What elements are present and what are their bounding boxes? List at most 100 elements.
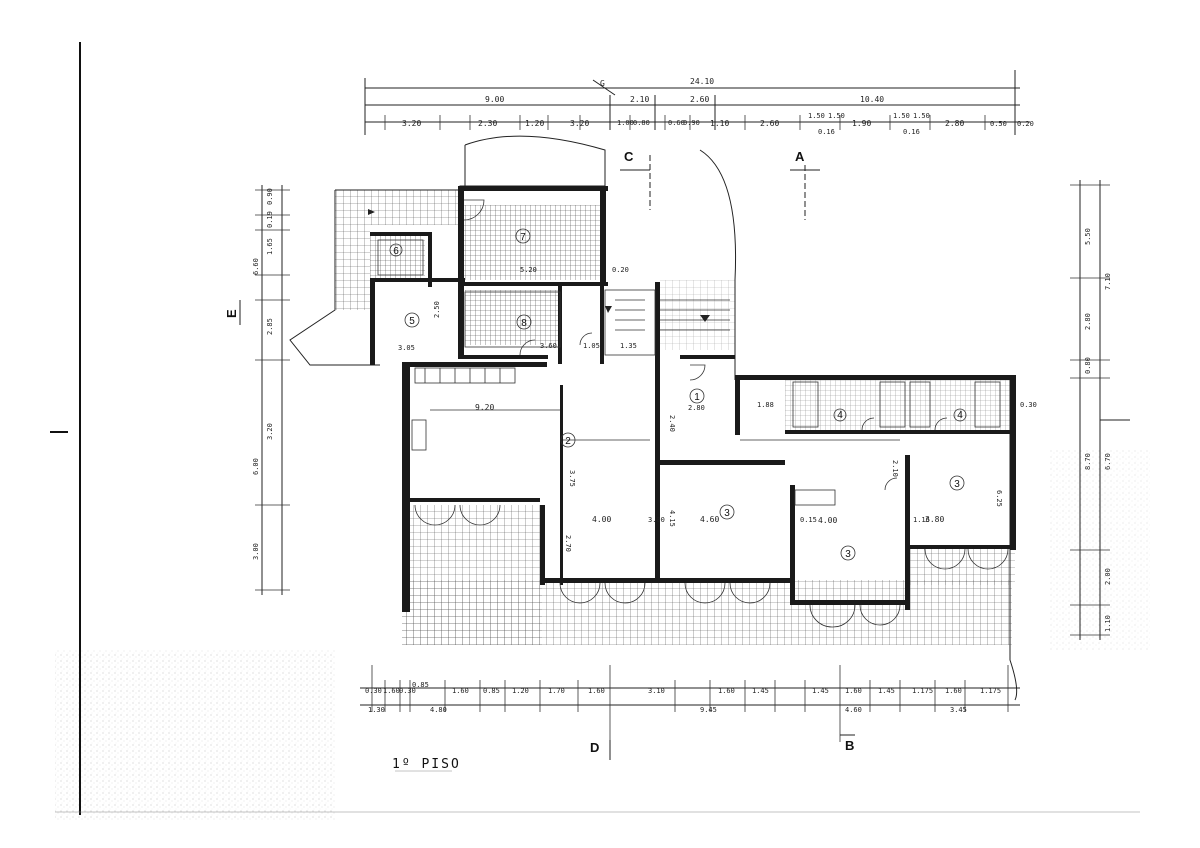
dimension-label: 7.10 (1104, 273, 1112, 290)
dimension-label: 1.50 (808, 112, 825, 120)
dimension-label: 1.175 (912, 687, 933, 695)
section-mark-c: C (624, 149, 634, 164)
section-mark-d: D (590, 740, 599, 755)
dimension-label: 4.60 (845, 706, 862, 714)
dimension-label: 2.30 (478, 119, 497, 128)
left-dimensions: 0.90 0.19 1.65 6.60 2.85 3.20 6.00 3.00 (252, 185, 290, 595)
dimension-label: 1.10 (1104, 615, 1112, 632)
section-mark-e: E (224, 309, 239, 318)
dimension-label: 1.65 (266, 238, 274, 255)
dimension-label: 0.15 (800, 516, 817, 524)
terrace-outlines (289, 135, 1018, 701)
dimension-label: 1.60 (588, 687, 605, 695)
room-6: 6 (389, 243, 403, 257)
dimension-label: 1.60 (452, 687, 469, 695)
dimension-label: 9.45 (700, 706, 717, 714)
dimension-label: 4.15 (668, 510, 676, 527)
dimension-label: 3 (845, 549, 851, 560)
dimension-label: 0.60 (668, 119, 685, 127)
interior-details (377, 239, 1001, 506)
dimension-label: 1.60 (718, 687, 735, 695)
dimension-label: 2.50 (433, 301, 441, 318)
dimension-label: 1.30 (368, 706, 385, 714)
dimension-label: 0.80 (633, 119, 650, 127)
dimension-label: 1.20 (525, 119, 544, 128)
room-3-d: 3 (793, 515, 799, 526)
dimension-label: 3.20 (402, 119, 421, 128)
dimension-label: 5.20 (520, 266, 537, 274)
bottom-dimensions: 0.30 1.60 0.30 0.85 1.60 0.85 1.20 1.70 … (360, 665, 1020, 742)
dimension-label: 4.00 (592, 515, 611, 524)
room-5: 5 (404, 312, 420, 328)
dimension-label: 1.50 (893, 112, 910, 120)
door-swings (414, 199, 1009, 628)
dimension-label: 4 (837, 410, 843, 421)
section-mark-a: A (795, 149, 805, 164)
dimension-label: 1.50 (913, 112, 930, 120)
right-dimensions: 5.50 7.10 2.80 0.80 0.30 8.70 6.70 2.00 … (1020, 180, 1112, 640)
dimension-label: 4.60 (700, 515, 719, 524)
section-cuts: C A D B E G (224, 79, 1130, 760)
dimension-label: 3.00 (648, 516, 665, 524)
dimension-label: 1.88 (757, 401, 774, 409)
dimension-label: 3 (724, 508, 730, 519)
dimension-label: 1.60 (845, 687, 862, 695)
room-3-b: 3 (840, 545, 856, 561)
dimension-label: 9.20 (475, 403, 494, 412)
dimension-label: 4.00 (818, 516, 837, 525)
dimension-label: 9.00 (485, 95, 504, 104)
dimension-label: 8 (521, 318, 527, 329)
dimension-label: 0.20 (612, 266, 629, 274)
dimension-label: 0.19 (266, 211, 274, 228)
dimension-label: 6.70 (1104, 453, 1112, 470)
dimension-label: 1.10 (710, 119, 729, 128)
dimension-label: 0.30 (1020, 401, 1037, 409)
dimension-label: 2.10 (630, 95, 649, 104)
dimension-label: 2.40 (668, 415, 676, 432)
dimension-label: 5.50 (1084, 228, 1092, 245)
dimension-label: 6 (393, 246, 399, 257)
dimension-label: 2 (565, 436, 571, 447)
dimension-label: 3.20 (266, 423, 274, 440)
dimension-label: 3.10 (648, 687, 665, 695)
dimension-label: 3.45 (950, 706, 967, 714)
dimension-label: 5 (409, 316, 415, 327)
dimension-label: 2.00 (1104, 568, 1112, 585)
interior-dimensions: 9.20 3.75 4.00 4.60 4.00 3.80 2.80 1.88 … (398, 266, 1003, 552)
dimension-label: 3.00 (252, 543, 260, 560)
dimension-label: 8.70 (1084, 453, 1092, 470)
dimension-label: 0.85 (483, 687, 500, 695)
dimension-label: 6.00 (252, 458, 260, 475)
dimension-label: 1.05 (583, 342, 600, 350)
dimension-label: 1.00 (617, 119, 634, 127)
room-labels: 1 2 3 3 3 3 4 4 5 6 7 8 (389, 228, 967, 561)
walls (370, 186, 1016, 612)
dimension-label: 2.10 (891, 460, 899, 477)
room-3-a: 3 (719, 504, 735, 520)
dimension-label: 7 (520, 232, 526, 243)
room-3-c: 3 (949, 475, 965, 491)
dimension-label: 1.20 (512, 687, 529, 695)
dimension-label: 2.80 (688, 404, 705, 412)
dimension-label: 2.70 (564, 535, 572, 552)
dimension-label: 4.80 (430, 706, 447, 714)
dimension-label: 2.60 (760, 119, 779, 128)
dimension-label: 0.90 (683, 119, 700, 127)
dimension-label: 0.85 (412, 681, 429, 689)
dimension-label: 0.20 (1017, 120, 1034, 128)
dimension-label: 2.85 (266, 318, 274, 335)
room-2: 2 (560, 432, 576, 448)
dimension-label: 1.50 (828, 112, 845, 120)
dimension-label: 4 (957, 410, 963, 421)
dimension-label: 1.175 (980, 687, 1001, 695)
terrace-tiling (335, 190, 1015, 645)
dimension-label: 3.05 (398, 344, 415, 352)
dimension-label: 0.90 (266, 188, 274, 205)
room-1: 1 (689, 388, 705, 404)
dimension-label: 1.70 (548, 687, 565, 695)
dimension-label: 3 (954, 479, 960, 490)
dimension-label: 2.80 (1084, 313, 1092, 330)
dimension-label: 1 (694, 392, 700, 403)
top-dimensions: 24.10 9.00 2.10 2.60 10.40 3.20 2.30 1.2… (364, 70, 1034, 136)
